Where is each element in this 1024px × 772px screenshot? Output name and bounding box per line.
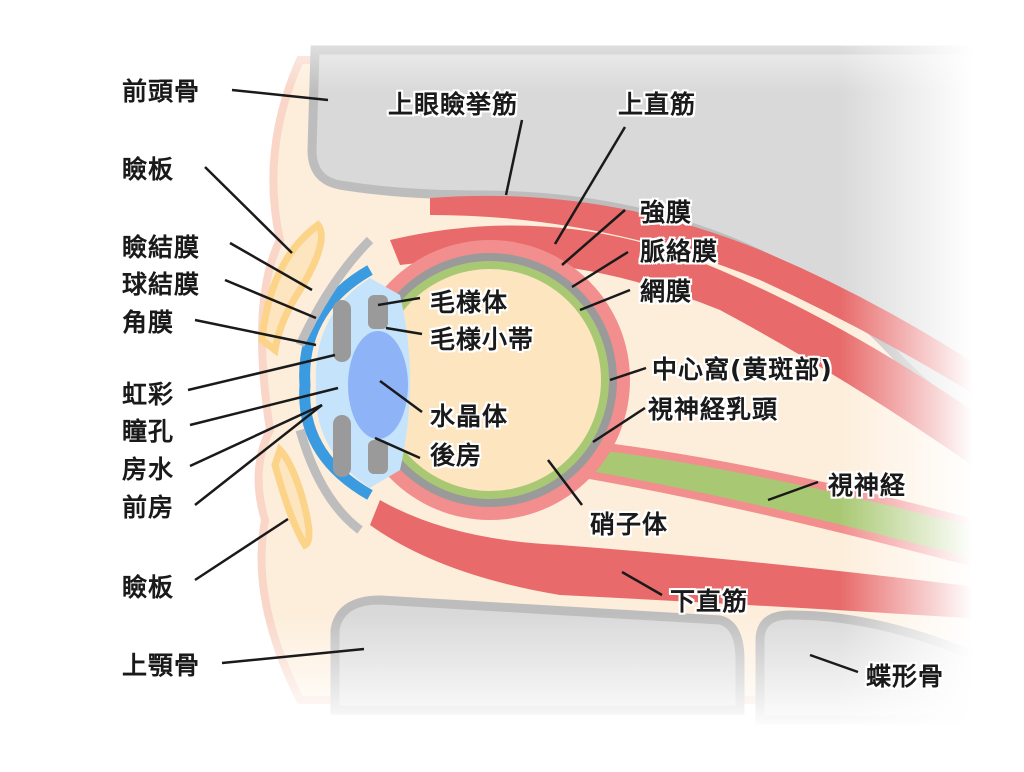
leader-aqueous — [189, 403, 323, 468]
label-optic-disc: 視神経乳頭 — [648, 395, 779, 424]
leader-retina — [579, 288, 631, 312]
label-sphenoid-bone: 蝶形骨 — [866, 662, 945, 691]
leader-bulbar-conjunctiva — [224, 278, 317, 320]
label-iris: 虹彩 — [122, 380, 175, 409]
leader-cornea — [194, 318, 317, 347]
leader-vitreous — [547, 459, 583, 506]
leader-tarsus-lower — [194, 517, 289, 582]
label-sclera: 強膜 — [640, 198, 693, 227]
leader-fovea — [609, 366, 647, 382]
leader-tarsus-upper — [204, 166, 293, 254]
leader-posterior-chamber — [374, 436, 421, 460]
leader-frontal-bone — [231, 88, 329, 102]
label-cornea: 角膜 — [122, 308, 175, 337]
leader-choroid — [571, 250, 629, 289]
label-tarsal-plate-lower: 瞼板 — [122, 573, 175, 602]
leader-sclera — [561, 209, 626, 266]
leader-inferior-rectus — [621, 570, 663, 597]
leader-palpebral-conjunctiva — [229, 241, 313, 292]
label-lens: 水晶体 — [430, 402, 509, 431]
label-superior-rectus: 上直筋 — [618, 90, 697, 119]
leader-sphenoid — [809, 653, 859, 674]
label-aqueous-humor: 房水 — [122, 455, 175, 484]
leader-anterior-chamber — [194, 404, 323, 506]
leader-ciliary-body — [377, 296, 421, 307]
label-tarsal-plate-upper: 瞼板 — [122, 155, 175, 184]
label-inferior-rectus: 下直筋 — [670, 587, 749, 616]
label-fovea: 中心窩(黄斑部) — [652, 355, 833, 384]
leader-lines — [187, 88, 859, 674]
label-bulbar-conjunctiva: 球結膜 — [122, 270, 201, 299]
label-posterior-chamber: 後房 — [430, 441, 483, 470]
leader-zonule — [385, 326, 423, 336]
label-zonule: 毛様小帯 — [430, 325, 535, 354]
label-levator-palpebrae: 上眼瞼挙筋 — [388, 90, 519, 119]
label-retina: 網膜 — [640, 277, 693, 306]
label-palpebral-conjunctiva: 瞼結膜 — [122, 233, 201, 262]
label-frontal-bone: 前頭骨 — [122, 77, 201, 106]
leader-iris — [187, 353, 336, 392]
leader-superior-rectus — [553, 126, 627, 245]
leader-optic-disc — [592, 406, 646, 444]
label-pupil: 瞳孔 — [122, 417, 175, 446]
leader-levator — [504, 119, 524, 196]
label-optic-nerve: 視神経 — [828, 471, 907, 500]
label-ciliary-body: 毛様体 — [430, 288, 509, 317]
label-choroid: 脈絡膜 — [640, 237, 719, 266]
label-anterior-chamber: 前房 — [122, 493, 175, 522]
leader-pupil — [189, 386, 339, 427]
leader-lens — [379, 379, 423, 414]
label-maxilla: 上顎骨 — [122, 651, 201, 680]
label-vitreous-body: 硝子体 — [590, 510, 669, 539]
leader-optic-nerve — [767, 480, 819, 502]
leader-maxilla — [221, 647, 365, 665]
